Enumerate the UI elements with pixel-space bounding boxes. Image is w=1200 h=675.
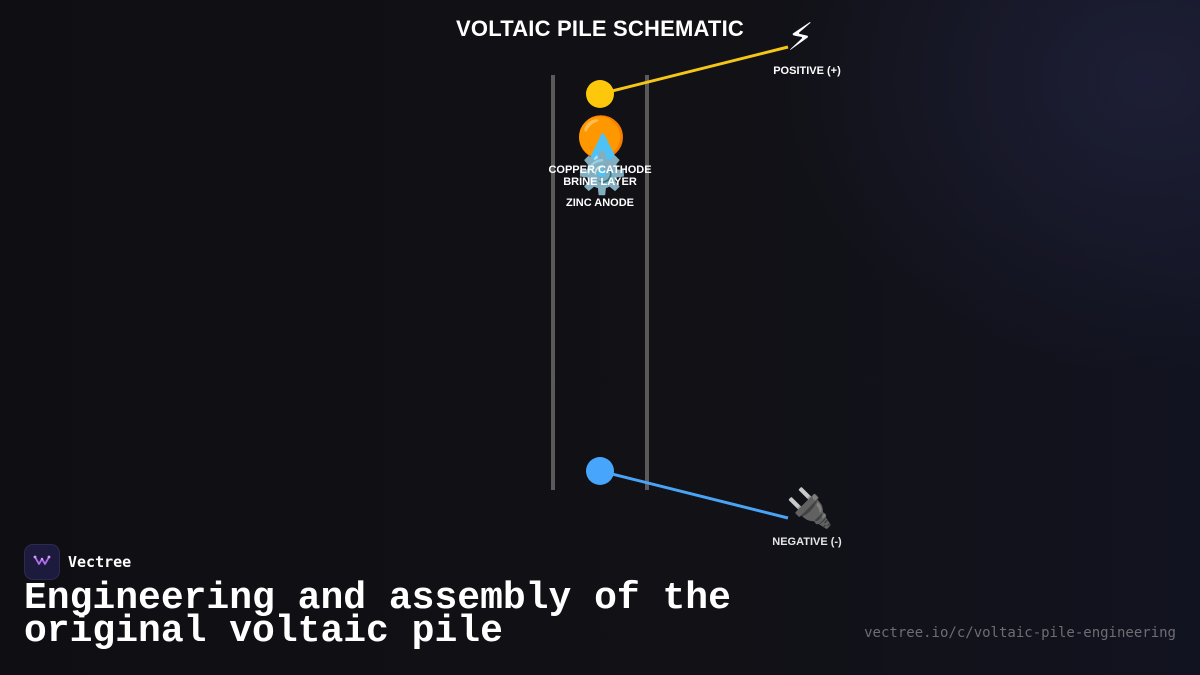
vectree-logo-icon xyxy=(24,544,60,580)
positive-terminal-label: POSITIVE (+) xyxy=(773,65,841,77)
logo-mark xyxy=(33,555,51,565)
lightning-bolt-icon: ⚡ xyxy=(787,15,814,59)
brine-layer-label: BRINE LAYER xyxy=(563,176,637,188)
gear-icon: ⚙️ xyxy=(577,151,627,197)
water-drop-icon: 💧 xyxy=(578,133,628,179)
negative-terminal-label: NEGATIVE (-) xyxy=(772,536,842,548)
copper-disc-icon: 🟠 xyxy=(576,115,626,161)
zinc-anode-label: ZINC ANODE xyxy=(565,197,635,209)
electric-plug-icon: 🔌 xyxy=(786,486,834,530)
brand-name: Vectree xyxy=(68,553,132,571)
copper-cathode-label: COPPER CATHODE xyxy=(548,164,652,176)
negative-node xyxy=(586,457,614,485)
positive-wire xyxy=(599,45,789,96)
source-url: vectree.io/c/voltaic-pile-engineering xyxy=(864,625,1176,641)
brand: Vectree xyxy=(24,544,131,580)
negative-wire xyxy=(599,469,789,520)
positive-node xyxy=(586,80,614,108)
page-headline: Engineering and assembly of the original… xyxy=(24,577,731,653)
diagram-title: VOLTAIC PILE SCHEMATIC xyxy=(456,16,744,41)
